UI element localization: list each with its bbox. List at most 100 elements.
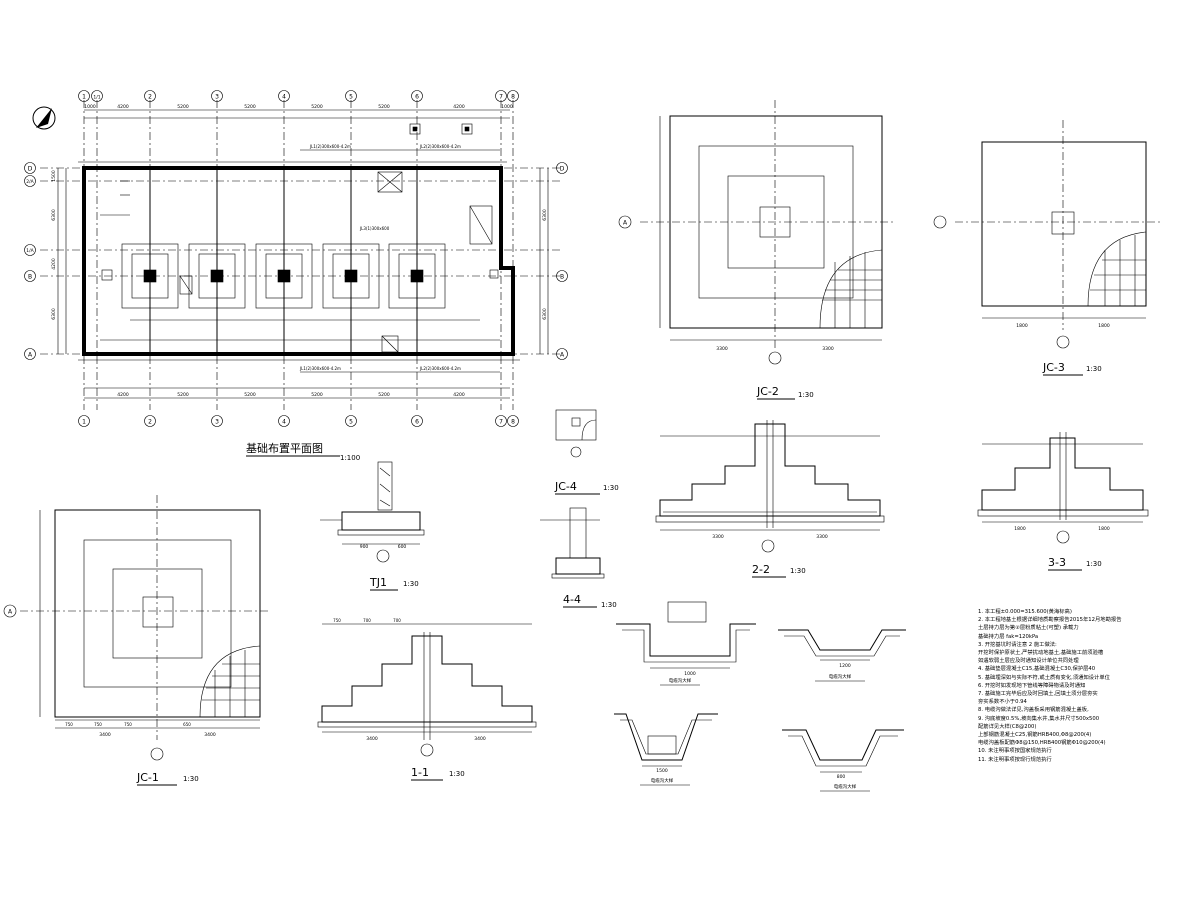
- tj1-label: TJ1: [369, 576, 387, 589]
- svg-text:1000: 1000: [684, 671, 696, 677]
- svg-text:3400: 3400: [474, 736, 486, 742]
- svg-text:1:30: 1:30: [790, 567, 806, 575]
- svg-text:JL1(2)300x600-4.2m: JL1(2)300x600-4.2m: [299, 366, 341, 371]
- svg-text:电缆沟大样: 电缆沟大样: [651, 777, 674, 784]
- trench-detail-3: 1500 电缆沟大样: [614, 713, 718, 786]
- note-line: 电缆沟盖板配筋Φ8@150,HRB400钢筋Φ10@200(4): [978, 740, 1106, 747]
- svg-text:750: 750: [65, 722, 73, 727]
- trench-detail-4: 800 电缆沟大样: [782, 729, 904, 792]
- svg-text:8: 8: [511, 94, 515, 101]
- svg-text:1:30: 1:30: [603, 484, 619, 492]
- note-line: 2. 本工程地基土根据详细地质勘察报告2015年12月地勘报告: [978, 617, 1122, 624]
- svg-text:750: 750: [124, 722, 132, 727]
- note-line: 上部钢筋混凝土C25,钢筋HRB400,Φ8@200(4): [978, 732, 1092, 739]
- jc2-plan: A 3300 3300 JC-2 1:30: [618, 100, 895, 400]
- svg-text:700: 700: [393, 618, 401, 623]
- svg-text:2: 2: [148, 94, 152, 101]
- general-notes: 1. 本工程±0.000=315.600(黄海标高) 2. 本工程地基土根据详细…: [978, 608, 1193, 764]
- svg-text:JL3(1)300x600: JL3(1)300x600: [359, 226, 390, 231]
- note-line: 夯实系数不小于0.94: [978, 699, 1027, 706]
- svg-text:5200: 5200: [378, 104, 390, 110]
- note-line: 开挖时保护原状土,严禁扰动地基土,基础施工前须验槽: [978, 650, 1104, 657]
- svg-text:1:30: 1:30: [1086, 365, 1102, 373]
- svg-text:A: A: [28, 352, 33, 359]
- jc1-plan: A 3400 3400 750 750 750 650 JC-1 1:30: [3, 495, 270, 786]
- axis-bubbles-top: 1 1/1 2 3 4 5 6 7 8: [78, 90, 519, 102]
- note-line: 1. 本工程±0.000=315.600(黄海标高): [978, 609, 1072, 615]
- svg-text:电缆沟大样: 电缆沟大样: [669, 677, 692, 684]
- svg-text:B: B: [560, 274, 564, 281]
- note-line: 配筋详见大样(C8@200): [978, 723, 1037, 730]
- svg-text:1:30: 1:30: [449, 770, 465, 778]
- section-1-1-label: 1-1: [411, 766, 429, 779]
- svg-text:1:30: 1:30: [1086, 560, 1102, 568]
- section-4-4-label: 4-4: [563, 593, 581, 606]
- svg-text:4200: 4200: [117, 104, 129, 110]
- svg-text:JL2(2)300x600-4.2m: JL2(2)300x600-4.2m: [419, 144, 461, 149]
- jc4-plan: JC-4 1:30: [554, 409, 619, 495]
- svg-text:6300: 6300: [542, 308, 548, 320]
- section-1-1: 3400 3400 750 700 700 1-1 1:30: [317, 618, 537, 781]
- jc3-label: JC-3: [1042, 361, 1065, 374]
- section-3-3-label: 3-3: [1048, 556, 1066, 569]
- note-line: 如遇软弱土层应及时通知设计单位共同处理: [978, 658, 1079, 665]
- svg-text:8: 8: [511, 419, 515, 426]
- svg-text:1500: 1500: [656, 768, 668, 774]
- svg-text:800: 800: [837, 774, 846, 780]
- trench-detail-2: 1200 电缆沟大样: [778, 629, 906, 682]
- svg-text:D: D: [560, 166, 565, 173]
- svg-text:3300: 3300: [716, 346, 728, 352]
- svg-text:JL1(2)300x600-4.2m: JL1(2)300x600-4.2m: [309, 144, 351, 149]
- note-line: 6. 开挖时如发现地下管线等障碍物请及时通知: [978, 682, 1086, 689]
- svg-text:7: 7: [499, 419, 503, 426]
- svg-text:1:30: 1:30: [403, 580, 419, 588]
- svg-text:6: 6: [415, 94, 419, 101]
- note-line: 3. 开挖基坑时请注意 2 施工做法:: [978, 641, 1057, 648]
- svg-text:4200: 4200: [453, 104, 465, 110]
- svg-text:1:30: 1:30: [798, 391, 814, 399]
- axis-bubbles-right: D B A: [556, 162, 568, 360]
- svg-text:3400: 3400: [366, 736, 378, 742]
- svg-text:4: 4: [282, 419, 286, 426]
- svg-text:1:30: 1:30: [601, 601, 617, 609]
- tj1-section: 900 600 TJ1 1:30: [320, 461, 425, 591]
- svg-text:3300: 3300: [822, 346, 834, 352]
- note-line: 4. 基础垫层混凝土C15,基础混凝土C30,保护层40: [978, 666, 1096, 673]
- svg-text:5200: 5200: [311, 104, 323, 110]
- plan-dims-top: 1000 4200 5200 5200 5200 5200 4200 1000 …: [84, 104, 513, 398]
- svg-text:600: 600: [398, 544, 407, 550]
- svg-text:A: A: [8, 609, 13, 616]
- note-line: 7. 基础施工完毕后应及时回填土,回填土须分层夯实: [978, 691, 1098, 698]
- plan-dims-left: 1500 6300 4200 6300 6300 6300: [51, 170, 548, 320]
- svg-text:电缆沟大样: 电缆沟大样: [834, 783, 857, 790]
- svg-text:5200: 5200: [244, 392, 256, 398]
- svg-text:5: 5: [349, 419, 353, 426]
- svg-text:900: 900: [360, 544, 369, 550]
- svg-text:1: 1: [82, 94, 86, 101]
- section-3-3: 1800 1800 3-3 1:30: [977, 432, 1149, 571]
- note-line: 11. 未注明事项按现行规范执行: [978, 756, 1052, 763]
- note-line: 土层持力层为第②层粉质粘土(可塑) 承载力: [978, 625, 1079, 632]
- svg-text:750: 750: [94, 722, 102, 727]
- svg-text:5200: 5200: [311, 392, 323, 398]
- svg-text:1500: 1500: [51, 170, 57, 182]
- svg-text:A: A: [623, 220, 628, 227]
- svg-text:D: D: [28, 166, 33, 173]
- axis-bubbles-left: D 2/A 1/A B A: [24, 162, 36, 360]
- plan-beam-notes: JL1(2)300x600-4.2m JL2(2)300x600-4.2m JL…: [299, 144, 461, 371]
- note-line: 基础持力层 fak=120kPa: [978, 633, 1039, 640]
- svg-text:5: 5: [349, 94, 353, 101]
- section-2-2: 3300 3300 2-2 1:30: [655, 420, 885, 578]
- svg-text:5200: 5200: [177, 104, 189, 110]
- svg-text:6300: 6300: [51, 209, 57, 221]
- plan-title: 基础布置平面图: [246, 442, 323, 455]
- svg-text:1000: 1000: [84, 104, 96, 110]
- svg-text:4200: 4200: [117, 392, 129, 398]
- svg-text:1:30: 1:30: [183, 775, 199, 783]
- svg-text:2: 2: [148, 419, 152, 426]
- note-line: 8. 电缆沟做法详见,沟盖板采用钢筋混凝土盖板,: [978, 707, 1089, 714]
- svg-text:5200: 5200: [244, 104, 256, 110]
- svg-text:5200: 5200: [378, 392, 390, 398]
- svg-text:B: B: [28, 274, 32, 281]
- section-2-2-label: 2-2: [752, 563, 770, 576]
